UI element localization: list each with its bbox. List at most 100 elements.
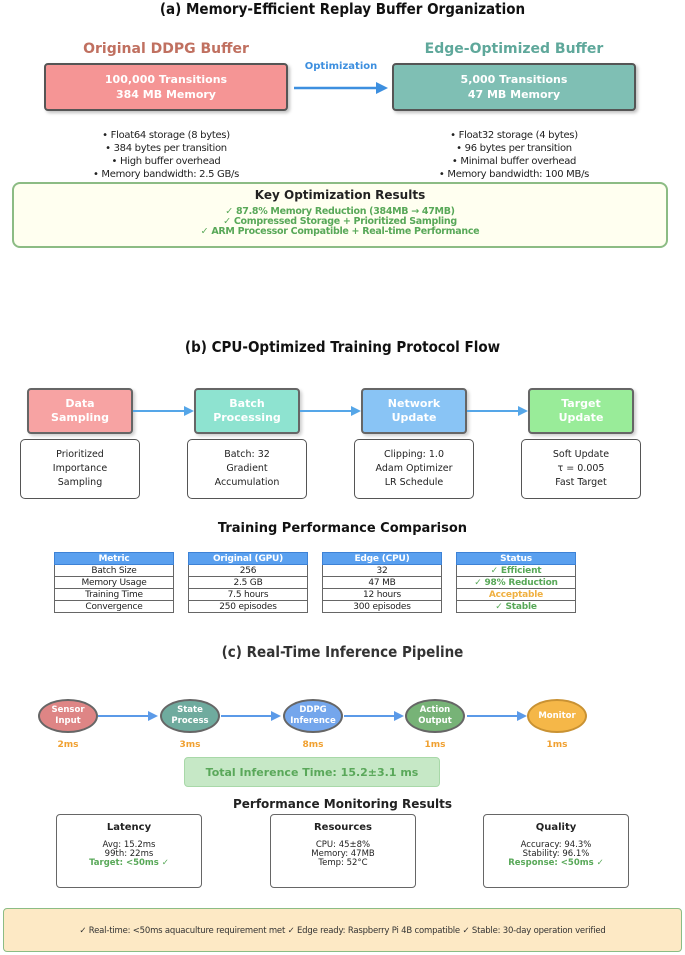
bullet-item: • High buffer overhead	[111, 156, 221, 167]
table-cell: 250 episodes	[188, 600, 308, 613]
status-cell: ✓ 98% Reduction	[456, 576, 576, 589]
quality-panel: Quality Accuracy: 94.3% Stability: 96.1%…	[483, 814, 629, 888]
monitor-results-title: Performance Monitoring Results	[232, 797, 453, 811]
pipeline-arrow	[221, 711, 281, 721]
edge-buffer-box: 5,000 Transitions 47 MB Memory	[392, 63, 636, 111]
detail-line: Prioritized	[56, 449, 104, 460]
column-header: Edge (CPU)	[322, 552, 442, 565]
node-label: State	[177, 705, 203, 715]
panel-highlight: Target: <50ms ✓	[89, 858, 169, 868]
section-c-title: (c) Real-Time Inference Pipeline	[221, 643, 464, 661]
latency-label: 2ms	[57, 740, 79, 750]
original-memory: 384 MB Memory	[116, 88, 216, 101]
edge-transitions: 5,000 Transitions	[460, 73, 568, 86]
optimization-arrow	[294, 82, 388, 94]
table-cell: 300 episodes	[322, 600, 442, 613]
detail-line: Accumulation	[214, 477, 280, 488]
status-column: Status ✓ Efficient ✓ 98% Reduction Accep…	[456, 552, 576, 613]
node-label: Action	[419, 705, 451, 715]
column-header: Metric	[54, 552, 174, 565]
detail-data-sampling: Prioritized Importance Sampling	[20, 439, 140, 499]
original-buffer-box: 100,000 Transitions 384 MB Memory	[44, 63, 288, 111]
table-cell: Training Time	[54, 588, 174, 601]
bullet-item: • Memory bandwidth: 2.5 GB/s	[92, 169, 240, 180]
flow-arrows	[133, 406, 528, 416]
edge-buffer-heading: Edge-Optimized Buffer	[424, 41, 604, 57]
table-cell: 2.5 GB	[188, 576, 308, 589]
bullet-item: • Minimal buffer overhead	[451, 156, 577, 167]
step-label: Update	[558, 411, 604, 424]
column-header: Status	[456, 552, 576, 565]
pipeline-arrow	[467, 711, 527, 721]
panel-title: Resources	[313, 822, 373, 833]
detail-line: Soft Update	[552, 449, 610, 460]
node-label: Inference	[290, 716, 336, 726]
panel-line: Temp: 52°C	[318, 858, 368, 868]
node-monitor: Monitor	[527, 699, 587, 733]
result-item: ✓ ARM Processor Compatible + Real-time P…	[200, 226, 480, 237]
detail-line: τ = 0.005	[557, 463, 605, 474]
step-label: Data	[65, 397, 95, 410]
panel-line: CPU: 45±8%	[315, 840, 371, 850]
step-label: Update	[391, 411, 437, 424]
table-cell: 32	[322, 564, 442, 577]
original-transitions: 100,000 Transitions	[104, 73, 228, 86]
flow-arrow	[467, 406, 528, 416]
table-cell: 256	[188, 564, 308, 577]
detail-network-update: Clipping: 1.0 Adam Optimizer LR Schedule	[354, 439, 474, 499]
pipeline-arrow	[98, 711, 158, 721]
optimization-label: Optimization	[304, 61, 378, 72]
table-cell: 12 hours	[322, 588, 442, 601]
edge-bullets: • Float32 storage (4 bytes) • 96 bytes p…	[392, 129, 636, 181]
column-header: Original (GPU)	[188, 552, 308, 565]
panel-line: Avg: 15.2ms	[102, 840, 156, 850]
latency-label: 1ms	[546, 740, 568, 750]
node-label: DDPG	[299, 705, 327, 715]
pipeline-arrow	[344, 711, 404, 721]
key-results-list: ✓ 87.8% Memory Reduction (384MB → 47MB) …	[14, 207, 666, 237]
status-cell: ✓ Efficient	[456, 564, 576, 577]
flow-arrow	[133, 406, 194, 416]
panel-highlight: Response: <50ms ✓	[508, 858, 604, 868]
key-results-box: Key Optimization Results ✓ 87.8% Memory …	[12, 182, 668, 248]
panel-title: Quality	[535, 822, 577, 833]
original-bullets: • Float64 storage (8 bytes) • 384 bytes …	[44, 129, 288, 181]
step-label: Processing	[213, 411, 281, 424]
section-b-title: (b) CPU-Optimized Training Protocol Flow	[184, 338, 501, 356]
bullet-item: • 384 bytes per transition	[105, 143, 227, 154]
table-cell: Convergence	[54, 600, 174, 613]
step-label: Network	[387, 397, 441, 410]
detail-line: Sampling	[57, 477, 103, 488]
bullet-item: • Memory bandwidth: 100 MB/s	[438, 169, 590, 180]
detail-line: Clipping: 1.0	[384, 449, 444, 460]
detail-target-update: Soft Update τ = 0.005 Fast Target	[521, 439, 641, 499]
node-label: Sensor	[51, 705, 85, 715]
table-cell: 7.5 hours	[188, 588, 308, 601]
edge-cpu-column: Edge (CPU) 32 47 MB 12 hours 300 episode…	[322, 552, 442, 613]
detail-line: Adam Optimizer	[375, 463, 453, 474]
detail-line: Fast Target	[555, 477, 607, 488]
key-results-title: Key Optimization Results	[254, 188, 426, 202]
node-label: Monitor	[538, 710, 576, 721]
panel-title: Latency	[106, 822, 152, 833]
detail-line: Gradient	[226, 463, 268, 474]
node-label: Input	[55, 716, 81, 726]
edge-memory: 47 MB Memory	[467, 88, 561, 101]
table-cell: 47 MB	[322, 576, 442, 589]
latency-label: 3ms	[179, 740, 201, 750]
step-label: Batch	[229, 397, 265, 410]
step-label: Sampling	[51, 411, 109, 424]
section-a-title: (a) Memory-Efficient Replay Buffer Organ…	[159, 0, 526, 18]
detail-line: Batch: 32	[224, 449, 270, 460]
pipeline-arrows	[98, 711, 527, 721]
step-label: Target	[561, 397, 601, 410]
metric-column: Metric Batch Size Memory Usage Training …	[54, 552, 174, 613]
original-buffer-heading: Original DDPG Buffer	[83, 41, 249, 57]
